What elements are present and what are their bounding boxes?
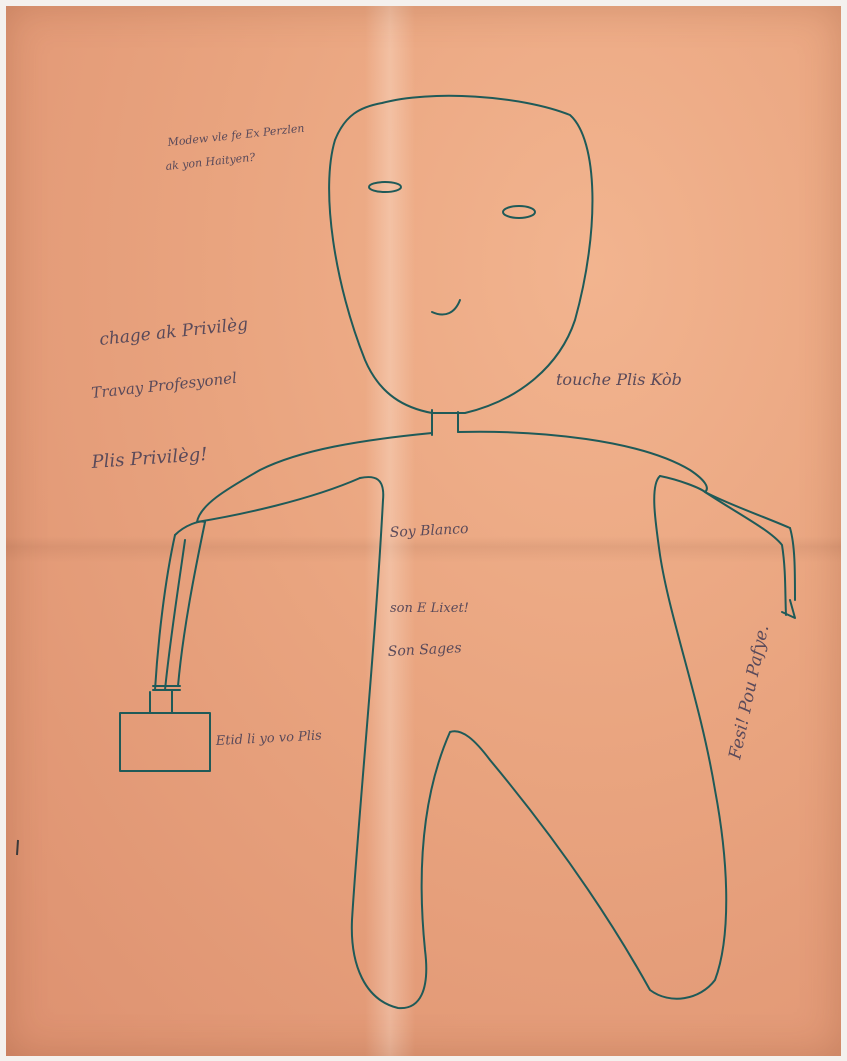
note-briefcase: Etid li yo vo Plis (214, 728, 322, 749)
right-shoulder (458, 432, 707, 492)
right-forearm-outer (790, 528, 795, 600)
head-outline (329, 96, 592, 413)
left-cuff (175, 522, 205, 535)
note-top-left-1: Modew vle fe Ex Perzlen (166, 122, 305, 149)
left-forearm-outer (155, 535, 175, 690)
note-right-leg: Fesi! Pou Pafye. (725, 623, 773, 762)
right-upper-arm (660, 476, 790, 528)
left-wrist-band (153, 686, 180, 690)
briefcase (120, 713, 210, 771)
note-left-1: chage ak Privilèg (98, 314, 249, 349)
note-chest-2: son E Lixet! (390, 601, 469, 616)
note-left-2: Travay Profesyonel (91, 369, 238, 402)
note-chest-3: Son Sages (387, 640, 462, 660)
left-forearm-inner (178, 522, 205, 686)
left-forearm-mid (165, 540, 185, 690)
note-top-left-2: ak yon Haityen? (165, 151, 256, 173)
right-hand (782, 600, 795, 618)
edge-mark (17, 840, 18, 855)
torso-left (352, 476, 726, 1008)
note-chest-1: Soy Blanco (389, 521, 469, 541)
left-shoulder (197, 433, 432, 522)
briefcase-handle (150, 690, 172, 713)
smile (432, 300, 460, 315)
left-eye (369, 182, 401, 192)
left-upper-arm (197, 478, 360, 522)
right-eye (503, 206, 535, 218)
note-left-3: Plis Privilèg! (90, 444, 208, 473)
note-right-1: touche Plis Kòb (556, 370, 682, 389)
